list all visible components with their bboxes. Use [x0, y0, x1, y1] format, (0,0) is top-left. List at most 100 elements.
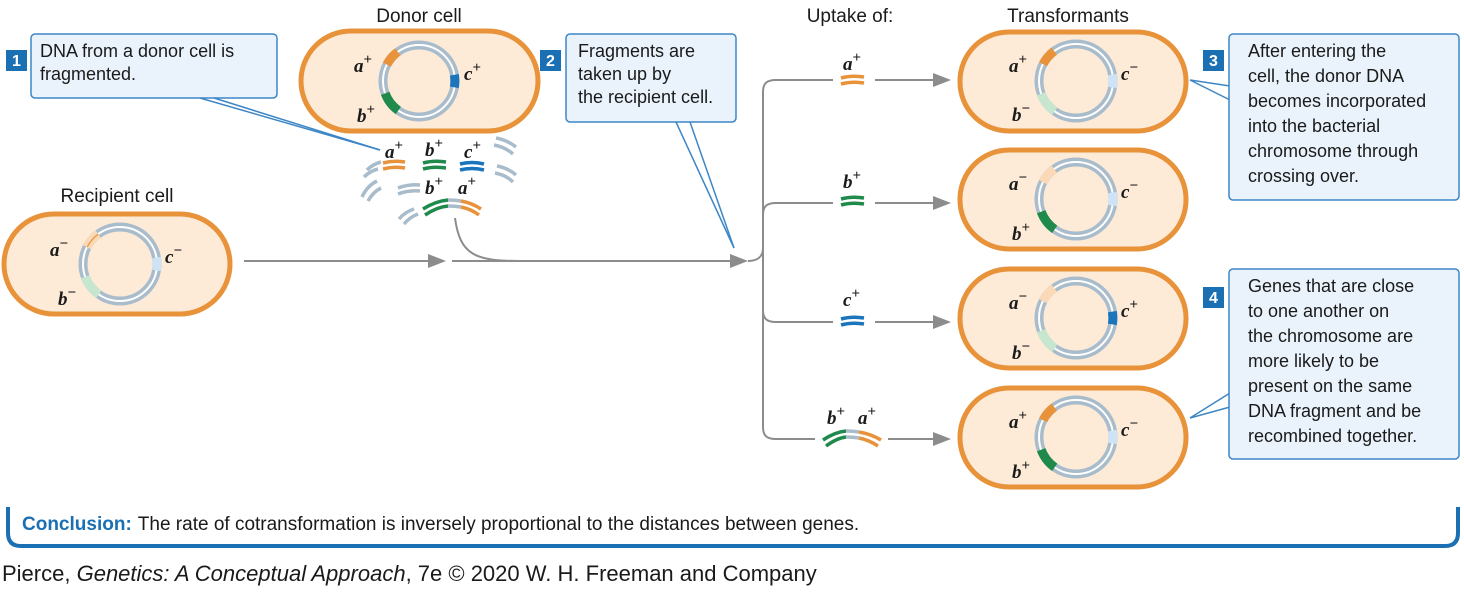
- donor-label-c: c+: [464, 60, 481, 85]
- step-4-number: 4: [1209, 290, 1218, 307]
- step-4-badge: [1203, 287, 1224, 308]
- fragment-label-ba-a: a+: [458, 174, 476, 199]
- uptake-fragment-a: [840, 74, 865, 86]
- uptake-brace-ba: [762, 310, 815, 440]
- fragment-ba: [422, 198, 482, 217]
- credit-line: Pierce, Genetics: A Conceptual Approach,…: [2, 561, 817, 586]
- step-3-line-4: into the bacterial: [1248, 116, 1380, 136]
- arrowhead-recipient: [428, 254, 446, 268]
- transformant-3-gene-a: [1039, 284, 1058, 304]
- transformant-1: a+ b− c−: [957, 29, 1189, 134]
- step-1-badge: [6, 50, 27, 71]
- fragment-label-ba-b: b+: [425, 174, 443, 199]
- uptake-brace: [747, 79, 833, 262]
- uptake-label-b: b+: [843, 168, 861, 193]
- transformant-4-gene-c: [1107, 429, 1118, 445]
- fragment-to-recipient-line: [454, 217, 735, 262]
- recipient-gene-b: [80, 274, 102, 298]
- recipient-label-b: b−: [58, 285, 76, 310]
- uptake-fragment-ba: [822, 429, 882, 448]
- donor-gene-b: [380, 91, 402, 115]
- uptake-brace-b: [762, 202, 833, 216]
- arrowheads: [428, 73, 951, 446]
- transformant-2-label-c: c−: [1121, 178, 1138, 203]
- transformant-3-label-a: a−: [1009, 289, 1027, 314]
- callout-step-4-pointer: [1189, 392, 1231, 419]
- donor-label-a: a+: [354, 52, 372, 77]
- uptake-title: Uptake of:: [807, 6, 894, 27]
- transformant-1-gene-c: [1107, 73, 1118, 89]
- transformant-4: a+ b+ c−: [957, 385, 1189, 490]
- recipient-cell: a− b− c−: [1, 211, 233, 317]
- transformant-3-body: [957, 266, 1189, 371]
- recipient-label-a: a−: [50, 236, 68, 261]
- step-3-line-6: crossing over.: [1248, 166, 1359, 186]
- arrowhead-ba: [933, 432, 951, 446]
- callout-step-1: 1 DNA from a donor cell is fragmented.: [6, 33, 381, 151]
- transformant-3-label-c: c+: [1121, 297, 1138, 322]
- uptake-fragment-c: [840, 315, 865, 327]
- transformant-4-label-c: c−: [1121, 416, 1138, 441]
- transformant-1-label-b: b−: [1012, 101, 1030, 126]
- arrowhead-a: [933, 73, 951, 87]
- transformant-4-body: [957, 385, 1189, 490]
- transformant-4-label-b: b+: [1012, 458, 1030, 483]
- arrowhead-b: [933, 196, 951, 210]
- donor-cell-body: [298, 28, 541, 134]
- transformant-1-label-a: a+: [1009, 52, 1027, 77]
- step-2-line-2: taken up by: [578, 64, 671, 84]
- step-3-line-5: chromosome through: [1248, 141, 1418, 161]
- transformant-2: a− b+ c−: [957, 147, 1189, 252]
- arrowhead-c: [933, 315, 951, 329]
- conclusion-text: Conclusion:The rate of cotransformation …: [22, 514, 859, 535]
- callout-step-4: 4 Genes that are close to one another on…: [1189, 268, 1460, 460]
- transformant-1-gene-b: [1036, 91, 1058, 115]
- fragment-label-b: b+: [425, 136, 443, 161]
- uptake-label-a: a+: [843, 50, 861, 75]
- donor-cell-title: Donor cell: [376, 6, 462, 27]
- uptake-label-ba-a: a+: [858, 404, 876, 429]
- arrowhead-to-uptake: [730, 254, 748, 268]
- callout-step-3: 3 After entering the cell, the donor DNA…: [1189, 33, 1460, 201]
- uptake-fragments: a+ b+ c+ b+ a+: [822, 50, 882, 448]
- step-3-line-2: cell, the donor DNA: [1248, 66, 1404, 86]
- step-2-line-3: the recipient cell.: [578, 87, 713, 107]
- fragment-c: [459, 160, 485, 172]
- gray-fragments: [360, 136, 518, 226]
- uptake-fragment-b: [840, 195, 865, 207]
- step-4-line-5: present on the same: [1248, 376, 1412, 396]
- step-4-line-2: to one another on: [1248, 301, 1389, 321]
- transformant-2-gene-b: [1036, 209, 1058, 233]
- transformant-4-gene-b: [1036, 447, 1058, 471]
- step-3-line-3: becomes incorporated: [1248, 91, 1426, 111]
- step-2-number: 2: [546, 53, 555, 70]
- transformant-1-gene-a: [1039, 47, 1058, 67]
- transformants-title: Transformants: [1007, 6, 1129, 27]
- uptake-label-ba-b: b+: [827, 404, 845, 429]
- conclusion-bracket: [6, 507, 1460, 548]
- step-2-line-1: Fragments are: [578, 41, 695, 61]
- callout-step-2-box: [565, 33, 737, 123]
- transformant-4-label-a: a+: [1009, 408, 1027, 433]
- recipient-gene-c: [151, 256, 162, 272]
- fragment-label-c: c+: [464, 138, 481, 163]
- step-4-line-6: DNA fragment and be: [1248, 401, 1421, 421]
- step-1-number: 1: [12, 53, 21, 70]
- step-4-line-4: more likely to be: [1248, 351, 1379, 371]
- step-1-line-2: fragmented.: [40, 64, 136, 84]
- recipient-label-c: c−: [165, 243, 182, 268]
- transformant-2-label-b: b+: [1012, 220, 1030, 245]
- callout-step-1-box: [30, 33, 278, 99]
- step-3-badge: [1203, 50, 1224, 71]
- step-3-number: 3: [1209, 53, 1218, 70]
- fragment-b: [422, 159, 447, 171]
- donor-cell: a+ b+ c+: [298, 28, 541, 134]
- transformant-1-body: [957, 29, 1189, 134]
- transformant-1-label-c: c−: [1121, 60, 1138, 85]
- step-4-line-3: the chromosome are: [1248, 326, 1413, 346]
- callout-step-4-box: [1228, 268, 1460, 460]
- transformant-2-gene-c: [1107, 191, 1118, 207]
- transformant-2-gene-a: [1039, 165, 1058, 185]
- donor-gene-a: [382, 48, 401, 67]
